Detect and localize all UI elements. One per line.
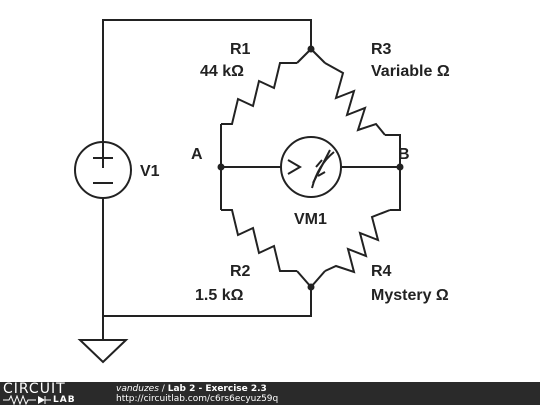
logo-wordmark-bottom: LAB bbox=[53, 395, 76, 405]
author-link[interactable]: vanduzes bbox=[116, 384, 159, 394]
r1-value-label: 44 kΩ bbox=[200, 63, 244, 80]
r1-ref-label: R1 bbox=[230, 41, 251, 58]
circuit-meta: vanduzes / Lab 2 - Exercise 2.3 http://c… bbox=[116, 384, 278, 404]
r3-ref-label: R3 bbox=[371, 41, 392, 58]
r4-value-label: Mystery Ω bbox=[371, 287, 449, 304]
node-b-label: B bbox=[398, 146, 410, 163]
node-top bbox=[307, 45, 315, 53]
resistor-r2 bbox=[220, 167, 312, 288]
footer-bar: CIRCUIT LAB vanduzes / Lab 2 - Exercise … bbox=[0, 382, 540, 405]
logo-wordmark-top: CIRCUIT bbox=[3, 381, 66, 397]
v1-label: V1 bbox=[140, 163, 160, 180]
r4-ref-label: R4 bbox=[371, 263, 392, 280]
bridge-circuit-schematic: V1 VM1 A B R1 44 kΩ bbox=[74, 19, 450, 364]
circuitlab-logo[interactable]: CIRCUIT LAB bbox=[3, 381, 95, 405]
voltage-source-v1 bbox=[74, 141, 132, 199]
vm1-label: VM1 bbox=[294, 211, 327, 228]
node-a-label: A bbox=[191, 146, 203, 163]
node-bottom bbox=[307, 283, 315, 291]
resistor-r4 bbox=[310, 167, 401, 288]
circuit-url-link[interactable]: http://circuitlab.com/c6rs6ecyuz59q bbox=[116, 394, 279, 404]
r2-value-label: 1.5 kΩ bbox=[195, 287, 244, 304]
r2-ref-label: R2 bbox=[230, 263, 251, 280]
meta-separator: / bbox=[161, 384, 165, 394]
logo-wave-icon bbox=[3, 395, 51, 405]
circuit-title[interactable]: Lab 2 - Exercise 2.3 bbox=[167, 384, 267, 394]
wire-bottom bbox=[102, 198, 312, 317]
wire-top bbox=[102, 19, 312, 155]
r3-value-label: Variable Ω bbox=[371, 63, 450, 80]
ground-icon bbox=[77, 339, 129, 364]
voltmeter-icon bbox=[280, 136, 342, 198]
